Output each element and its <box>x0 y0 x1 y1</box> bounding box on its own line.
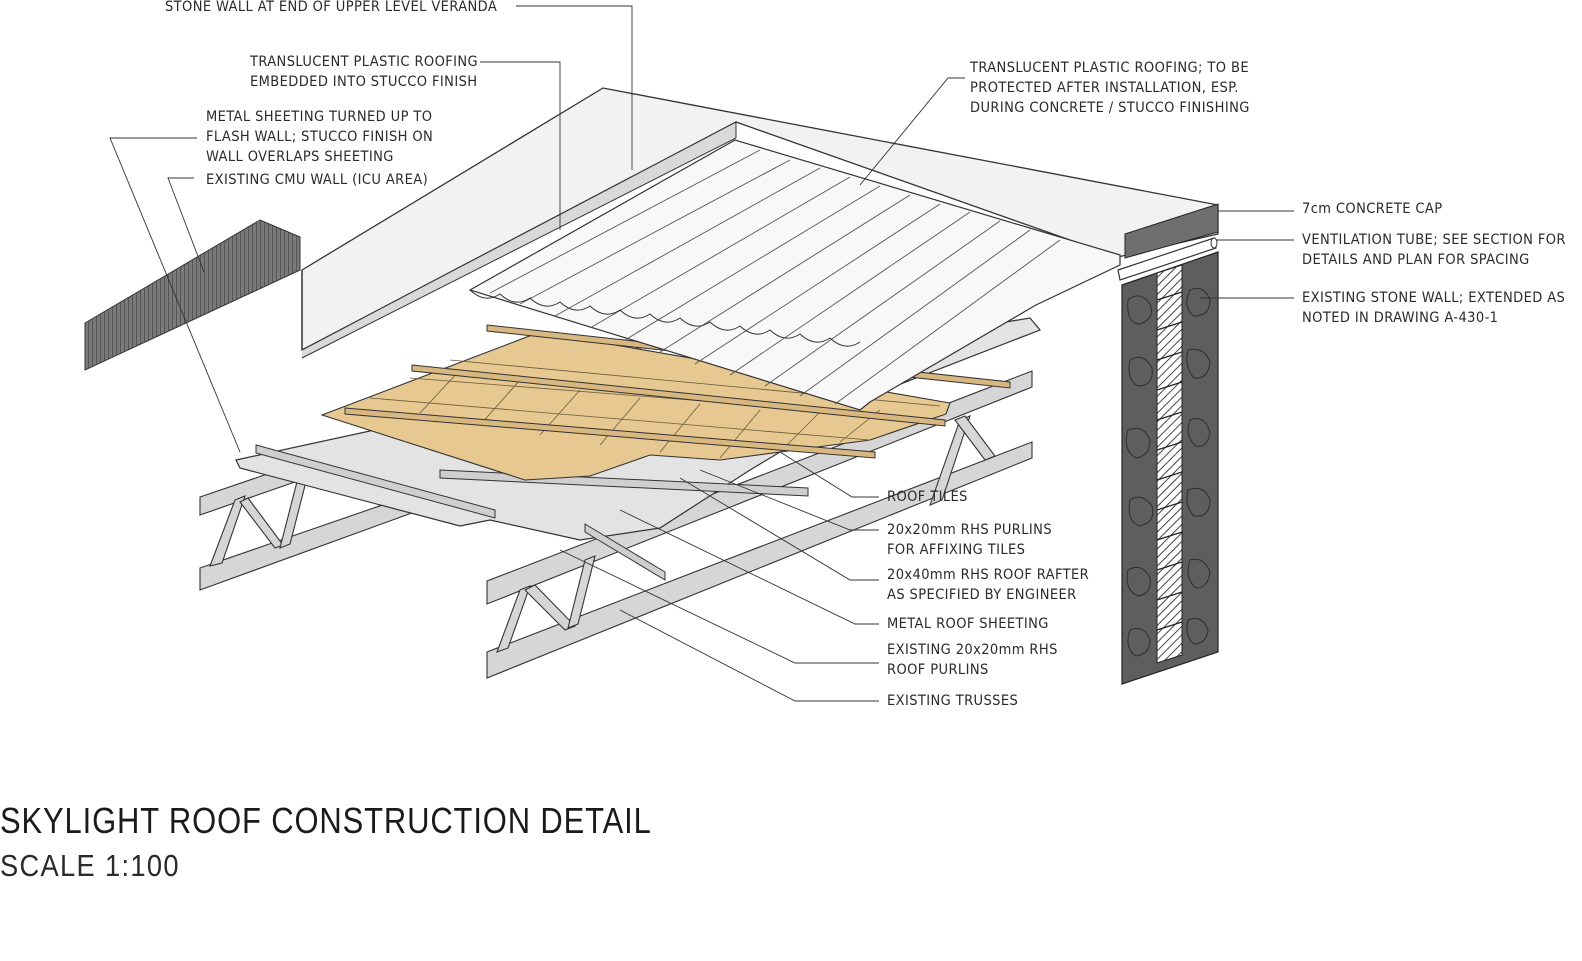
label-line: METAL ROOF SHEETING <box>887 616 1049 632</box>
label-purlins-tiles: 20x20mm RHS PURLINS FOR AFFIXING TILES <box>887 520 1052 560</box>
label-metal-roof-sheeting: METAL ROOF SHEETING <box>887 614 1049 634</box>
drawing-scale: SCALE 1:100 <box>0 848 180 883</box>
leader-lines <box>109 5 1294 702</box>
label-line: ROOF TILES <box>887 489 968 505</box>
translucent-plastic-roofing <box>468 139 1121 411</box>
label-line: AS SPECIFIED BY ENGINEER <box>887 587 1077 603</box>
label-translucent-embedded: TRANSLUCENT PLASTIC ROOFING EMBEDDED INTO… <box>250 52 478 92</box>
label-ventilation-tube: VENTILATION TUBE; SEE SECTION FOR DETAILS… <box>1302 230 1566 270</box>
label-line: METAL SHEETING TURNED UP TO <box>206 109 433 125</box>
label-existing-purlins: EXISTING 20x20mm RHS ROOF PURLINS <box>887 640 1058 680</box>
ventilation-tube <box>1117 237 1218 281</box>
label-line: PROTECTED AFTER INSTALLATION, ESP. <box>970 80 1239 96</box>
label-line: DURING CONCRETE / STUCCO FINISHING <box>970 100 1250 116</box>
label-line: EXISTING TRUSSES <box>887 693 1019 709</box>
label-line: VENTILATION TUBE; SEE SECTION FOR <box>1302 232 1566 248</box>
label-line: EXISTING STONE WALL; EXTENDED AS <box>1302 290 1566 306</box>
label-line: NOTED IN DRAWING A-430-1 <box>1302 310 1499 326</box>
label-line: 20x20mm RHS PURLINS <box>887 522 1052 538</box>
label-line: EMBEDDED INTO STUCCO FINISH <box>250 74 478 90</box>
label-line: TRANSLUCENT PLASTIC ROOFING <box>250 54 479 70</box>
label-line: TRANSLUCENT PLASTIC ROOFING; TO BE <box>970 60 1249 76</box>
existing-stone-wall <box>1121 251 1219 685</box>
label-stone-wall-end: STONE WALL AT END OF UPPER LEVEL VERANDA <box>165 0 497 17</box>
label-translucent-protected: TRANSLUCENT PLASTIC ROOFING; TO BE PROTEC… <box>970 58 1250 118</box>
label-line: EXISTING CMU WALL (ICU AREA) <box>206 172 429 188</box>
label-existing-trusses: EXISTING TRUSSES <box>887 691 1018 711</box>
label-line: FLASH WALL; STUCCO FINISH ON <box>206 129 434 145</box>
label-metal-sheeting-flash: METAL SHEETING TURNED UP TO FLASH WALL; S… <box>206 107 433 167</box>
label-existing-stone-wall: EXISTING STONE WALL; EXTENDED AS NOTED IN… <box>1302 288 1565 328</box>
label-roof-tiles: ROOF TILES <box>887 487 968 507</box>
label-line: DETAILS AND PLAN FOR SPACING <box>1302 252 1530 268</box>
label-concrete-cap: 7cm CONCRETE CAP <box>1302 199 1443 219</box>
label-roof-rafter: 20x40mm RHS ROOF RAFTER AS SPECIFIED BY E… <box>887 565 1089 605</box>
label-line: ROOF PURLINS <box>887 662 989 678</box>
label-existing-cmu: EXISTING CMU WALL (ICU AREA) <box>206 170 428 190</box>
label-line: EXISTING 20x20mm RHS <box>887 642 1058 658</box>
label-line: 7cm CONCRETE CAP <box>1302 201 1443 217</box>
upper-stone-wall <box>301 87 1219 359</box>
label-line: STONE WALL AT END OF UPPER LEVEL VERANDA <box>165 0 498 15</box>
cmu-wall <box>84 219 301 371</box>
drawing-title: SKYLIGHT ROOF CONSTRUCTION DETAIL <box>0 800 652 841</box>
label-line: WALL OVERLAPS SHEETING <box>206 149 394 165</box>
label-line: 20x40mm RHS ROOF RAFTER <box>887 567 1090 583</box>
label-line: FOR AFFIXING TILES <box>887 542 1026 558</box>
